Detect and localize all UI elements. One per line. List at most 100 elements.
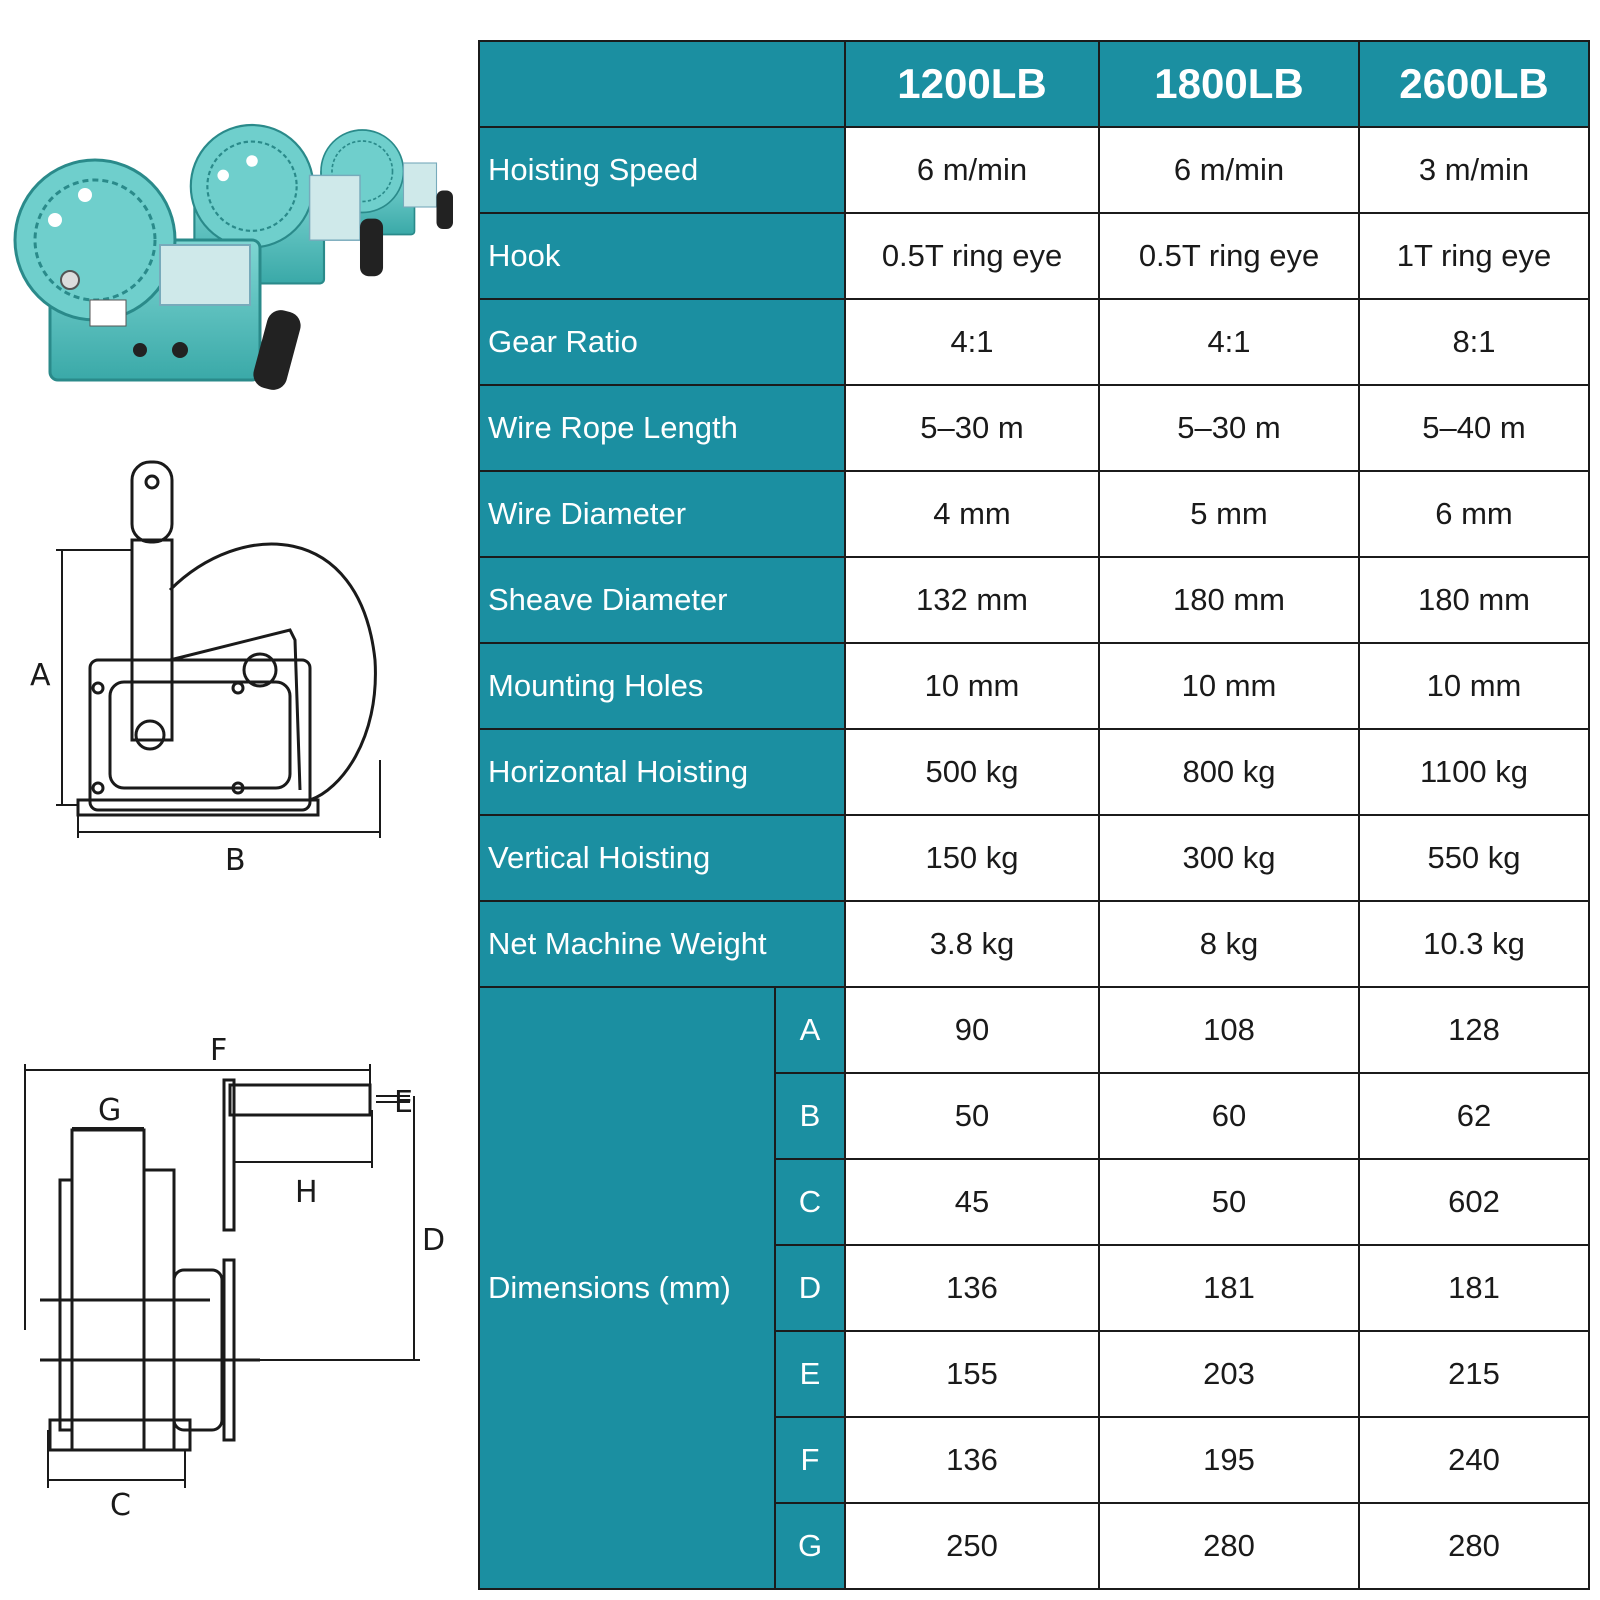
header-model-1: 1200LB <box>844 40 1100 128</box>
table-row: Horizontal Hoisting 500 kg 800 kg 1100 k… <box>478 728 1590 816</box>
cell-value: 150 kg <box>844 814 1100 902</box>
dimension-key: G <box>774 1502 846 1590</box>
cell-value: 195 <box>1098 1416 1360 1504</box>
cell-value: 3 m/min <box>1358 126 1590 214</box>
cell-value: 132 mm <box>844 556 1100 644</box>
cell-value: 6 m/min <box>1098 126 1360 214</box>
cell-value: 3.8 kg <box>844 900 1100 988</box>
cell-value: 8 kg <box>1098 900 1360 988</box>
table-row-dimension: C 45 50 602 <box>479 1158 1590 1246</box>
row-label: Mounting Holes <box>478 642 846 730</box>
cell-value: 60 <box>1098 1072 1360 1160</box>
cell-value: 181 <box>1358 1244 1590 1332</box>
cell-value: 4:1 <box>1098 298 1360 386</box>
dimension-key: D <box>774 1244 846 1332</box>
table-row-dimension: E 155 203 215 <box>479 1330 1590 1418</box>
spec-table: 1200LB 1800LB 2600LB Hoisting Speed 6 m/… <box>478 40 1590 1590</box>
cell-value: 50 <box>844 1072 1100 1160</box>
cell-value: 5–40 m <box>1358 384 1590 472</box>
dim-label-a: A <box>30 658 51 693</box>
cell-value: 108 <box>1098 986 1360 1074</box>
row-label: Hook <box>478 212 846 300</box>
table-row: Wire Diameter 4 mm 5 mm 6 mm <box>478 470 1590 558</box>
table-row-dimension: B 50 60 62 <box>479 1072 1590 1160</box>
dimension-key: B <box>774 1072 846 1160</box>
cell-value: 4 mm <box>844 470 1100 558</box>
row-label: Wire Diameter <box>478 470 846 558</box>
cell-value: 10.3 kg <box>1358 900 1590 988</box>
cell-value: 280 <box>1098 1502 1360 1590</box>
header-model-3: 2600LB <box>1358 40 1590 128</box>
table-row: Sheave Diameter 132 mm 180 mm 180 mm <box>478 556 1590 644</box>
cell-value: 155 <box>844 1330 1100 1418</box>
cell-value: 500 kg <box>844 728 1100 816</box>
cell-value: 128 <box>1358 986 1590 1074</box>
cell-value: 90 <box>844 986 1100 1074</box>
cell-value: 8:1 <box>1358 298 1590 386</box>
table-row-dimension: G 250 280 280 <box>479 1502 1590 1590</box>
cell-value: 180 mm <box>1358 556 1590 644</box>
cell-value: 300 kg <box>1098 814 1360 902</box>
cell-value: 5–30 m <box>1098 384 1360 472</box>
dimension-key: E <box>774 1330 846 1418</box>
cell-value: 4:1 <box>844 298 1100 386</box>
cell-value: 181 <box>1098 1244 1360 1332</box>
dimensions-label: Dimensions (mm) <box>478 986 776 1590</box>
dim-label-h: H <box>295 1175 318 1210</box>
table-row: Vertical Hoisting 150 kg 300 kg 550 kg <box>478 814 1590 902</box>
cell-value: 10 mm <box>1358 642 1590 730</box>
left-illustrations: A B F G <box>0 0 470 1600</box>
row-label: Net Machine Weight <box>478 900 846 988</box>
header-corner <box>478 40 846 128</box>
table-header-row: 1200LB 1800LB 2600LB <box>478 40 1590 128</box>
cell-value: 10 mm <box>1098 642 1360 730</box>
cell-value: 203 <box>1098 1330 1360 1418</box>
table-row-dimension: F 136 195 240 <box>479 1416 1590 1504</box>
cell-value: 136 <box>844 1416 1100 1504</box>
dimension-key: A <box>774 986 846 1074</box>
row-label: Horizontal Hoisting <box>478 728 846 816</box>
row-label: Vertical Hoisting <box>478 814 846 902</box>
dim-label-f: F <box>210 1033 227 1068</box>
table-row-dimension: D 136 181 181 <box>479 1244 1590 1332</box>
cell-value: 0.5T ring eye <box>1098 212 1360 300</box>
cell-value: 10 mm <box>844 642 1100 730</box>
row-label: Sheave Diameter <box>478 556 846 644</box>
dim-label-g: G <box>98 1093 121 1128</box>
cell-value: 136 <box>844 1244 1100 1332</box>
table-row: Net Machine Weight 3.8 kg 8 kg 10.3 kg <box>478 900 1590 988</box>
dim-label-b: B <box>225 843 246 878</box>
cell-value: 1T ring eye <box>1358 212 1590 300</box>
row-label: Wire Rope Length <box>478 384 846 472</box>
winch-side-drawing: A B <box>30 460 381 878</box>
dim-label-c: C <box>110 1488 131 1523</box>
dim-label-d: D <box>422 1223 445 1258</box>
cell-value: 50 <box>1098 1158 1360 1246</box>
cell-value: 1100 kg <box>1358 728 1590 816</box>
table-row: Gear Ratio 4:1 4:1 8:1 <box>478 298 1590 386</box>
cell-value: 45 <box>844 1158 1100 1246</box>
dimension-key: C <box>774 1158 846 1246</box>
cell-value: 5–30 m <box>844 384 1100 472</box>
table-row-dimension: Dimensions (mm) A 90 108 128 <box>478 986 1590 1590</box>
cell-value: 280 <box>1358 1502 1590 1590</box>
table-row: Mounting Holes 10 mm 10 mm 10 mm <box>478 642 1590 730</box>
cell-value: 62 <box>1358 1072 1590 1160</box>
dim-label-e: E <box>394 1085 413 1120</box>
row-label: Hoisting Speed <box>478 126 846 214</box>
header-model-2: 1800LB <box>1098 40 1360 128</box>
winch-front-drawing: F G E H D C <box>24 1033 445 1523</box>
cell-value: 6 m/min <box>844 126 1100 214</box>
cell-value: 215 <box>1358 1330 1590 1418</box>
table-row: Wire Rope Length 5–30 m 5–30 m 5–40 m <box>478 384 1590 472</box>
dimension-key: F <box>774 1416 846 1504</box>
cell-value: 550 kg <box>1358 814 1590 902</box>
winch-product-photo <box>13 123 453 390</box>
cell-value: 240 <box>1358 1416 1590 1504</box>
cell-value: 180 mm <box>1098 556 1360 644</box>
table-row: Hoisting Speed 6 m/min 6 m/min 3 m/min <box>478 126 1590 214</box>
cell-value: 602 <box>1358 1158 1590 1246</box>
cell-value: 0.5T ring eye <box>844 212 1100 300</box>
cell-value: 5 mm <box>1098 470 1360 558</box>
row-label: Gear Ratio <box>478 298 846 386</box>
